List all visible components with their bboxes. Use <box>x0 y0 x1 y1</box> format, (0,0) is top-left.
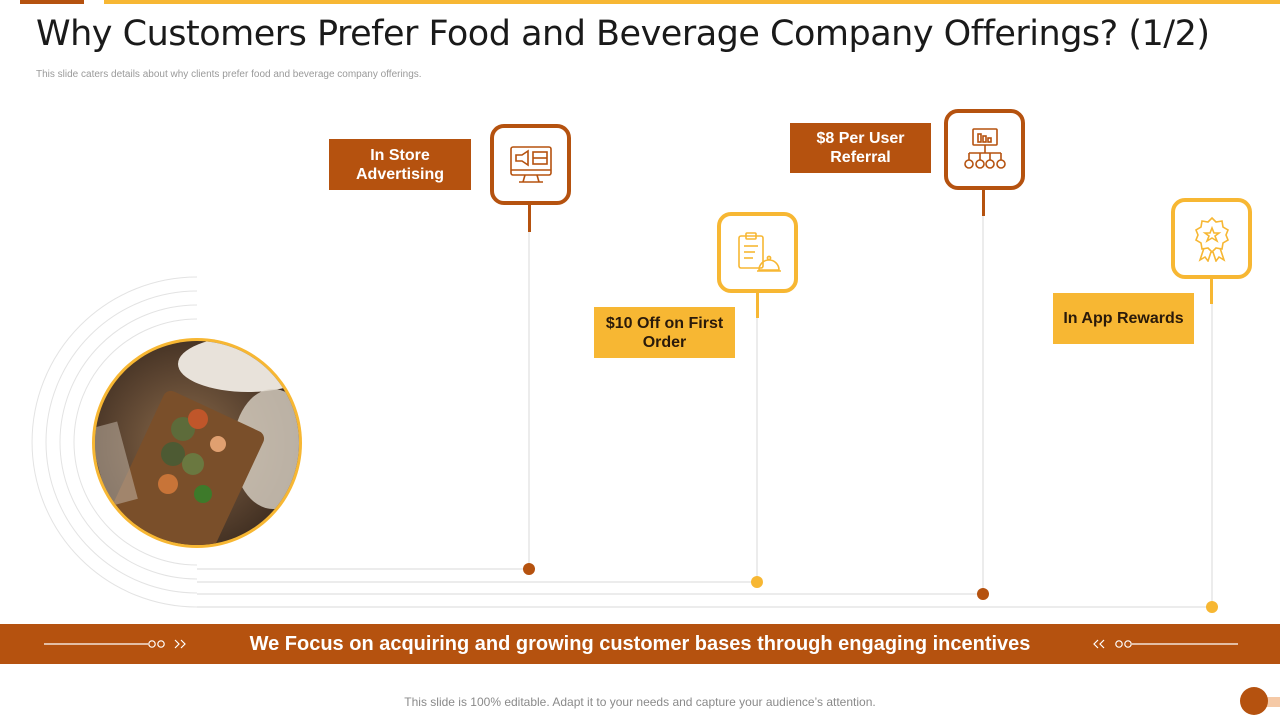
banner-decor-circle <box>1124 640 1132 648</box>
offering-label-first-order: $10 Off on First Order <box>594 307 735 358</box>
monitor-advertising-icon <box>509 145 552 183</box>
connector-dot <box>1206 601 1218 613</box>
chevron-right-icon <box>180 639 186 649</box>
decor-arc <box>45 290 198 594</box>
food-photo <box>92 338 302 548</box>
top-accent-bar-light <box>104 0 1280 4</box>
award-badge-icon <box>1194 216 1229 262</box>
offering-stem <box>982 189 985 216</box>
decor-arc <box>73 318 198 566</box>
banner-decor-circle <box>1115 640 1123 648</box>
top-accent-bar-dark <box>20 0 84 4</box>
page-subtitle: This slide caters details about why clie… <box>36 69 422 80</box>
offering-label-user-referral: $8 Per User Referral <box>790 123 931 173</box>
offering-icon-box <box>490 124 571 205</box>
banner-background <box>0 624 1280 664</box>
offering-stem <box>756 292 759 318</box>
banner-text: We Focus on acquiring and growing custom… <box>249 632 1031 655</box>
chevron-left-icon <box>1099 639 1105 649</box>
referral-network-icon <box>963 127 1006 169</box>
footer-note: This slide is 100% editable. Adapt it to… <box>404 695 876 709</box>
decor-arc <box>59 304 198 580</box>
chevron-left-icon <box>1093 639 1099 649</box>
order-food-icon <box>737 231 781 272</box>
offering-icon-box <box>944 109 1025 190</box>
banner-decorations <box>44 639 1238 649</box>
offering-stem <box>528 204 531 232</box>
offering-label-in-app-rewards: In App Rewards <box>1053 293 1194 344</box>
offering-icon-box <box>717 212 798 293</box>
connector-dot <box>977 588 989 600</box>
banner-decor-circle <box>148 640 156 648</box>
banner-decor-circle <box>157 640 165 648</box>
decor-arc <box>31 276 198 608</box>
connector-dot <box>751 576 763 588</box>
page-title: Why Customers Prefer Food and Beverage C… <box>36 14 1210 54</box>
offering-icon-box <box>1171 198 1252 279</box>
corner-decor-circle <box>1240 687 1268 715</box>
corner-decor-bar <box>1262 697 1280 707</box>
chevron-right-icon <box>174 639 180 649</box>
offering-stem <box>1210 278 1213 304</box>
offering-label-in-store-advertising: In Store Advertising <box>329 139 471 190</box>
connector-dot <box>523 563 535 575</box>
